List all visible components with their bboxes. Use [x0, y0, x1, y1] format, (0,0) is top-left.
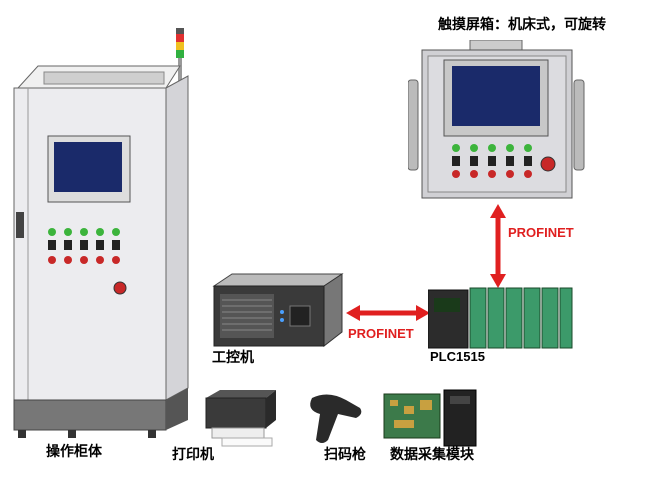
scanner-label: 扫码枪	[324, 447, 366, 463]
horizontal-profinet-arrow	[346, 305, 430, 321]
ipc-label: 工控机	[212, 350, 254, 366]
plc-illustration	[428, 287, 573, 349]
touch-box-title: 触摸屏箱：机床式，可旋转	[438, 17, 606, 33]
operating-cabinet-illustration	[13, 28, 189, 438]
scanner-illustration	[310, 394, 362, 443]
horizontal-profinet-label: PROFINET	[348, 326, 414, 341]
printer-label: 打印机	[172, 447, 214, 463]
touch-screen-box-illustration	[408, 40, 585, 199]
daq-module-illustration	[383, 389, 477, 447]
printer-illustration	[205, 390, 276, 447]
cabinet-label: 操作柜体	[46, 444, 102, 460]
vertical-profinet-arrow	[490, 204, 506, 288]
vertical-profinet-label: PROFINET	[508, 225, 574, 240]
daq-label: 数据采集模块	[390, 447, 474, 463]
plc-label: PLC1515	[430, 349, 485, 364]
industrial-pc-illustration	[212, 273, 344, 348]
